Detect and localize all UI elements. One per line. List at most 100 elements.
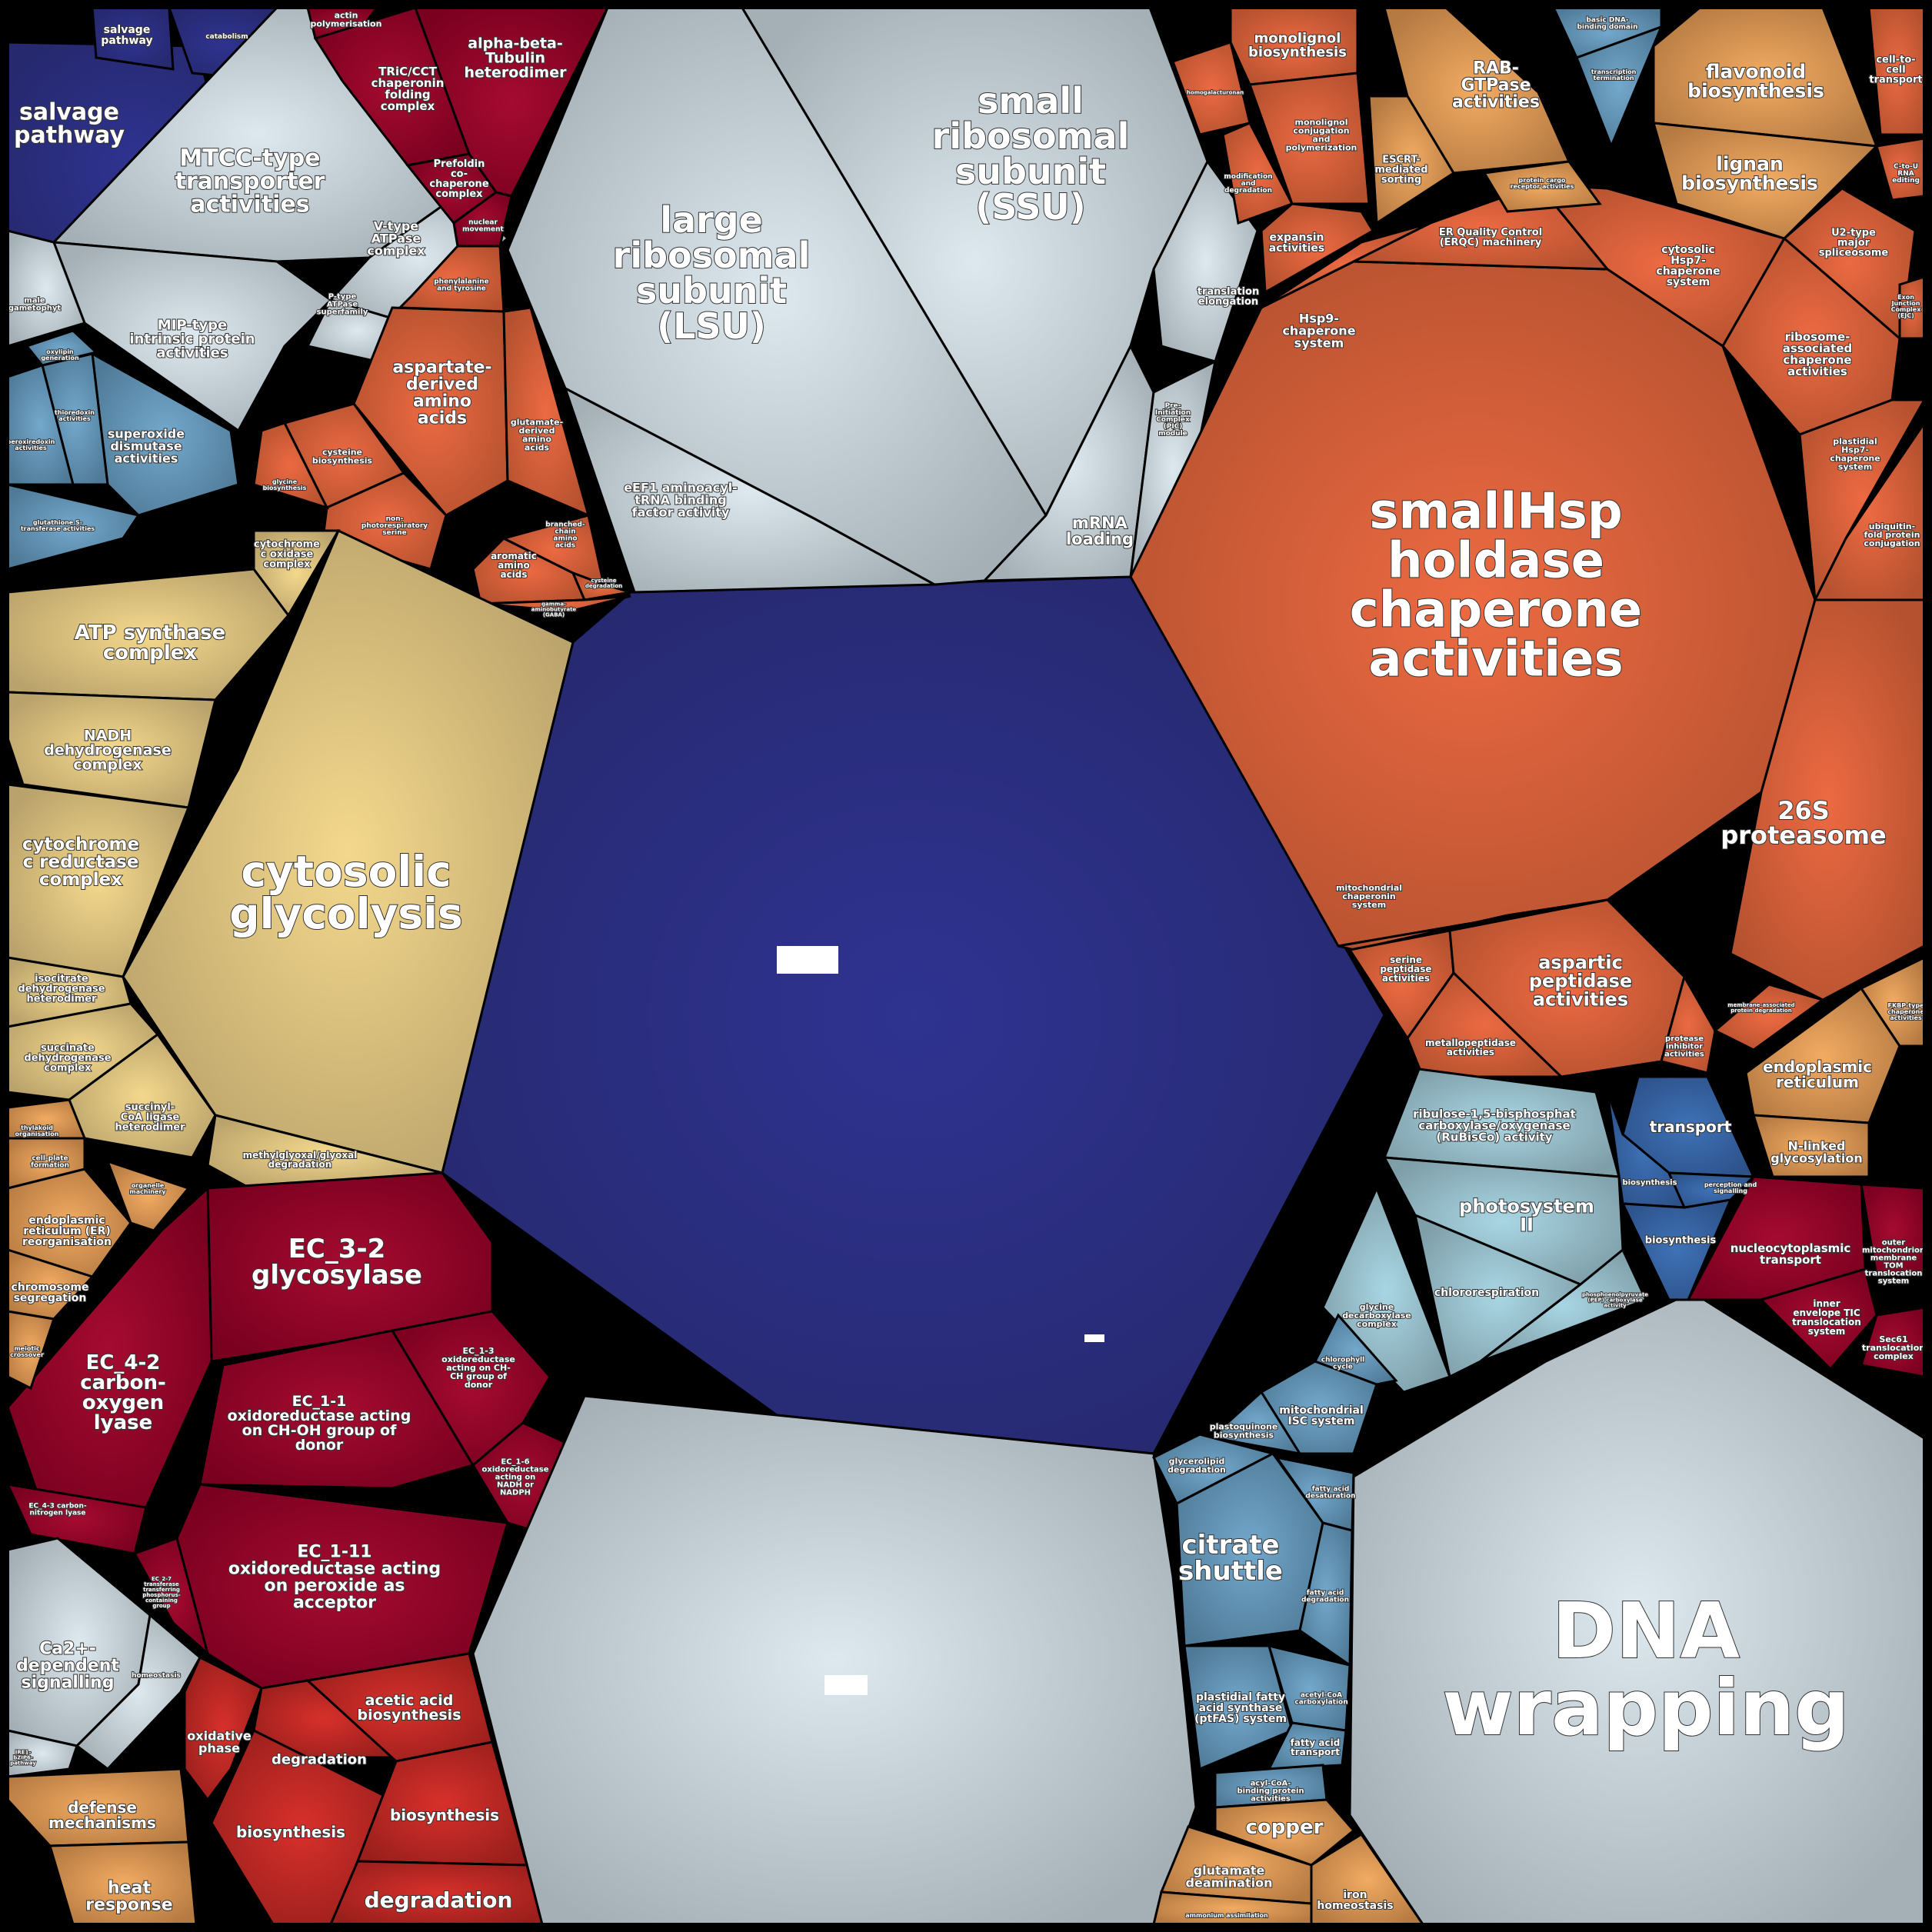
cell-metallopeptidase[interactable]	[1406, 971, 1564, 1078]
cell-monolignol-conj[interactable]	[1247, 72, 1371, 205]
cell-oxylipin[interactable]	[25, 329, 99, 367]
cell-cytochrome-c-oxidase[interactable]	[252, 529, 341, 618]
cell-protein-cargo[interactable]	[1482, 160, 1602, 213]
cell-transcription-termination[interactable]	[1575, 25, 1664, 149]
cell-plastoquinone[interactable]	[1213, 1390, 1303, 1456]
placeholder-label-0	[777, 946, 838, 974]
label-transport-blue: transport	[1650, 1118, 1732, 1136]
label-gaba: gamma-aminobutyrate(GABA)	[531, 601, 577, 618]
cell-cysteine-deg[interactable]	[571, 571, 631, 601]
cell-gaba[interactable]	[480, 595, 631, 613]
cell-homogalacturonan[interactable]	[1171, 41, 1251, 136]
label-ammonium: ammonium assimilation	[1185, 1912, 1268, 1919]
cell-flavonoid[interactable]	[1652, 6, 1879, 148]
label-basic-dna: basic DNA-binding domain	[1577, 17, 1637, 32]
label-catabolism: catabolism	[205, 33, 248, 41]
cell-ribosome-assoc[interactable]	[1721, 236, 1901, 436]
label-ire1: IRE1-bZIP6-pathway	[10, 1749, 36, 1766]
cell-glycine-bios[interactable]	[252, 421, 329, 510]
label-biosynthesis-1: biosynthesis	[236, 1823, 345, 1841]
cell-membrane-assoc-deg[interactable]	[1713, 983, 1826, 1051]
cell-perception[interactable]	[1667, 1171, 1757, 1209]
label-ec-4-3: EC_4-3 carbon-nitrogen lyase	[28, 1503, 87, 1517]
cell-phenylalanine[interactable]	[397, 245, 505, 313]
cell-organelle-machinery[interactable]	[105, 1159, 191, 1232]
cell-n-linked[interactable]	[1751, 1114, 1870, 1178]
cell-plastidial-hsp7[interactable]	[1798, 398, 1927, 605]
cells-layer	[5, 6, 1927, 1926]
cell-ec-2-7[interactable]	[132, 1537, 210, 1657]
cell-expansin[interactable]	[1260, 202, 1375, 295]
cell-mito-chaperonin[interactable]	[1337, 898, 1608, 951]
cell-eef1[interactable]	[563, 385, 939, 594]
cell-nucleocytoplasmic[interactable]	[1686, 1175, 1867, 1301]
cell-ec-1-3[interactable]	[390, 1310, 551, 1467]
label-copper: copper	[1246, 1816, 1324, 1839]
cell-escrt[interactable]	[1367, 95, 1456, 225]
cell-nuclear-movement[interactable]	[452, 191, 513, 248]
label-homogalacturonan: homogalacturonan	[1187, 89, 1244, 95]
label-biosynthesis-blue-2: biosynthesis	[1645, 1235, 1717, 1247]
cell-bottom-grey[interactable]	[471, 1394, 1198, 1926]
cell-phosphoenolpyruvate[interactable]	[1480, 1247, 1648, 1363]
cell-u2-type[interactable]	[1782, 187, 1917, 341]
cell-degradation-1[interactable]	[252, 1679, 395, 1759]
cell-fatty-acid-transport[interactable]	[1267, 1721, 1347, 1770]
cell-chlorophyll-cycle[interactable]	[1313, 1313, 1398, 1386]
cell-ec-1-1[interactable]	[198, 1329, 475, 1490]
cell-biosynthesis-blue-2[interactable]	[1621, 1198, 1733, 1301]
cell-copper[interactable]	[1214, 1798, 1356, 1867]
cell-endoplasmic-reticulum[interactable]	[1744, 986, 1901, 1124]
